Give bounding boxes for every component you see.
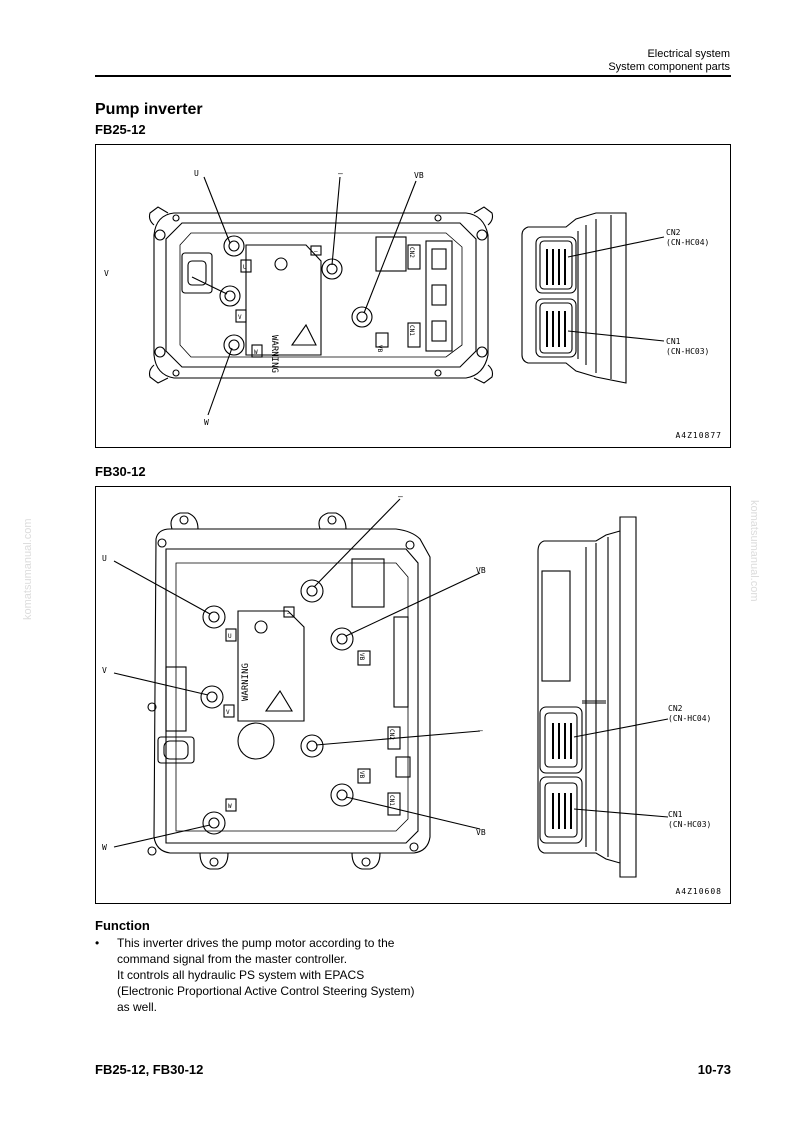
fb30-plate-v: V [226, 709, 230, 716]
fb25-callout-minus: – [338, 169, 343, 178]
fb30-plate-w: W [228, 803, 232, 810]
fb25-callout-vb: VB [414, 171, 424, 180]
fb25-callout-u: U [194, 169, 199, 178]
fb25-cn2-id: (CN-HC04) [666, 238, 709, 247]
figure2-frame: – U VB V – W VB CN2 (CN-HC04) CN1 (CN-HC… [95, 486, 731, 904]
fb30-callout-vb-top: VB [476, 566, 486, 575]
fb30-plate-cn2: CN2 [388, 729, 395, 740]
function-heading: Function [95, 918, 150, 933]
page-number: 10-73 [697, 1062, 731, 1077]
fb25-plate-w: W [254, 349, 258, 356]
fb30-cn1-id: (CN-HC03) [668, 820, 711, 829]
header-section: Electrical system [647, 48, 730, 60]
fb30-callout-v: V [102, 666, 107, 675]
fb30-callout-w: W [102, 843, 107, 852]
fb25-callout-v: V [104, 269, 109, 278]
figure2-drawing: – U VB V – W VB CN2 (CN-HC04) CN1 (CN-HC… [102, 492, 711, 878]
fb30-cn2-label: CN2 [668, 704, 683, 713]
fb30-plate-u: U [228, 633, 232, 640]
fb25-plate-vb: VB [376, 345, 383, 353]
page-title: Pump inverter [95, 101, 203, 118]
footer-models: FB25-12, FB30-12 [95, 1062, 204, 1077]
fb30-cn2-id: (CN-HC04) [668, 714, 711, 723]
header-rule [95, 75, 731, 77]
function-paragraph-1: This inverter drives the pump motor acco… [117, 936, 395, 966]
fb25-plate-cn2: CN2 [408, 247, 415, 258]
figure2-code: A4Z10608 [675, 887, 722, 896]
fb30-callout-vb-bottom: VB [476, 828, 486, 837]
fb25-side-view [521, 212, 627, 384]
fb30-cn1-label: CN1 [668, 810, 683, 819]
fb25-cn1-label: CN1 [666, 337, 681, 346]
fb25-cn1-id: (CN-HC03) [666, 347, 709, 356]
figure1-label: FB25-12 [95, 122, 146, 137]
figure1-code: A4Z10877 [675, 431, 722, 440]
fb25-plate-cn1: CN1 [408, 325, 415, 336]
running-header: Electrical system System component parts [608, 48, 730, 74]
watermark-right: komatsumanual.com [748, 500, 760, 602]
figure1-frame: U – VB V W CN2 (CN-HC04) CN1 (CN-HC03) U… [95, 144, 731, 448]
fb30-side-view [537, 516, 637, 878]
fb30-plate-cn1: CN1 [388, 795, 395, 806]
fb25-plate-minus: – [314, 248, 318, 255]
header-subsection: System component parts [608, 61, 730, 73]
fb30-plate-vb-bottom: VB [358, 771, 365, 779]
function-paragraph-2: It controls all hydraulic PS system with… [117, 968, 415, 1014]
fb25-cn2-label: CN2 [666, 228, 681, 237]
bullet-marker: • [95, 936, 100, 950]
fb25-callout-w: W [204, 418, 209, 427]
fb30-plate-minus: – [287, 610, 291, 617]
watermark-left: komatsumanual.com [22, 518, 34, 621]
fb30-plate-vb-top: VB [358, 653, 365, 661]
fb25-housing [153, 212, 489, 379]
fb30-callout-minus-top: – [398, 492, 403, 501]
figure1-drawing: U – VB V W CN2 (CN-HC04) CN1 (CN-HC03) U… [104, 169, 709, 427]
figure2-label: FB30-12 [95, 464, 146, 479]
fb25-plate-v: V [238, 314, 242, 321]
fb30-callout-minus-mid: – [478, 726, 483, 735]
fb30-warning-text: WARNING [241, 663, 251, 701]
fb30-callout-u: U [102, 554, 107, 563]
fb25-warning-text: WARNING [269, 335, 279, 373]
function-body: • This inverter drives the pump motor ac… [95, 935, 415, 1015]
fb25-plate-u: U [243, 264, 247, 271]
